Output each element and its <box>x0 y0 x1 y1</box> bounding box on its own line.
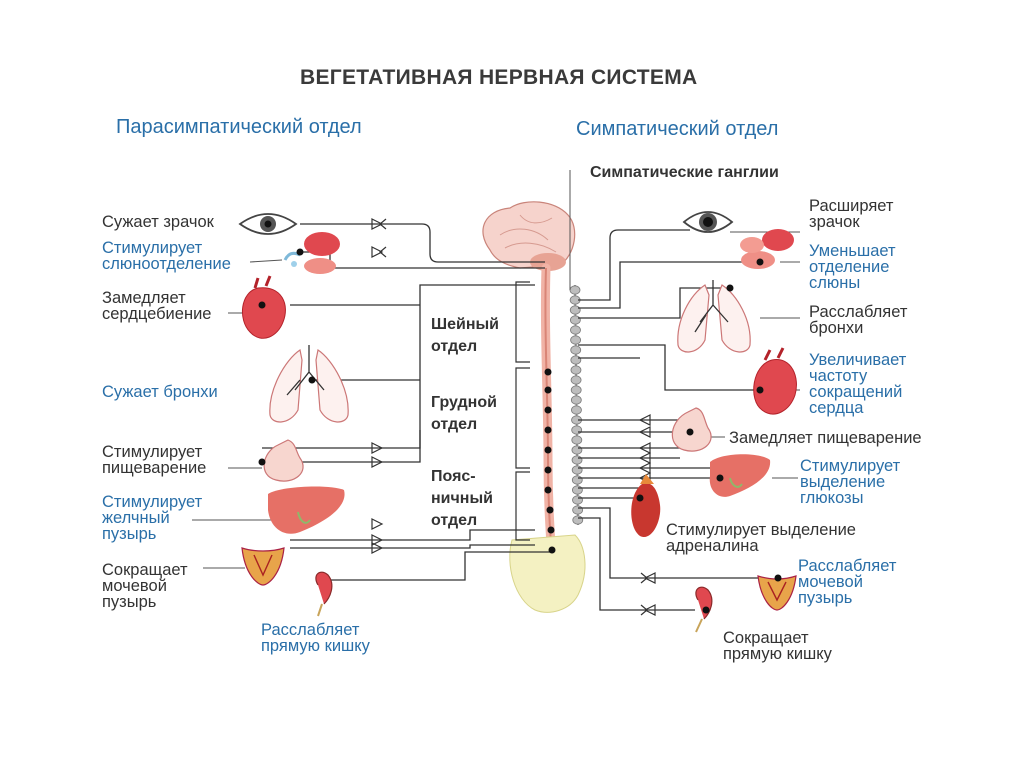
liver-icon <box>268 486 345 534</box>
rectum-icon <box>315 571 333 617</box>
liver-icon-right <box>709 454 771 497</box>
ganglion-node <box>572 485 583 495</box>
ganglion-node <box>570 375 582 385</box>
stomach-icon <box>263 439 304 482</box>
ganglion-node <box>571 435 583 445</box>
parasympathetic-arrows <box>371 218 387 554</box>
ganglion-node <box>572 495 583 505</box>
adrenal-gland-icon <box>631 474 661 538</box>
heart-icon-right <box>753 347 797 415</box>
ganglion-node <box>569 285 581 295</box>
ganglion-node <box>570 395 582 405</box>
symp-effect-digestion: Замедляет пищеварение <box>729 429 922 447</box>
para-effect-bronchi: Сужает бронхи <box>102 383 218 401</box>
ganglion-node <box>572 505 584 515</box>
nerve-endpoints <box>258 248 782 614</box>
eye-icon-right <box>682 211 734 233</box>
ganglion-node <box>571 455 583 465</box>
ganglion-node <box>570 335 581 345</box>
diagram-title: ВЕГЕТАТИВНАЯ НЕРВНАЯ СИСТЕМА <box>300 66 698 89</box>
ganglion-node <box>570 345 582 355</box>
ganglion-node <box>571 445 583 455</box>
ganglion-node <box>570 385 582 395</box>
salivary-gland-icon-right <box>740 229 794 269</box>
ganglion-node <box>570 355 582 365</box>
eye-icon <box>238 213 298 235</box>
ganglion-node <box>571 405 582 415</box>
heart-icon <box>242 275 286 339</box>
pelvis-shape <box>509 534 586 613</box>
sympathetic-heading: Симпатический отдел <box>576 118 779 140</box>
ganglion-node <box>571 475 583 485</box>
lungs-icon <box>269 345 349 423</box>
ganglion-node <box>570 365 582 375</box>
parasympathetic-heading: Парасимпатический отдел <box>116 116 362 138</box>
ganglia-label: Симпатические ганглии <box>590 164 779 181</box>
ganglion-node <box>569 315 581 325</box>
sympathetic-ganglia-chain <box>569 284 584 526</box>
ganglion-node <box>570 325 581 335</box>
ganglion-node <box>571 465 583 475</box>
ganglion-node <box>569 305 581 315</box>
lungs-icon-right <box>677 280 751 353</box>
ganglion-node <box>571 425 583 435</box>
brain-icon <box>482 201 576 271</box>
bladder-icon <box>241 547 285 586</box>
para-effect-pupil: Сужает зрачок <box>102 213 214 231</box>
salivary-gland-icon <box>283 232 340 274</box>
ganglion-node <box>572 515 584 525</box>
